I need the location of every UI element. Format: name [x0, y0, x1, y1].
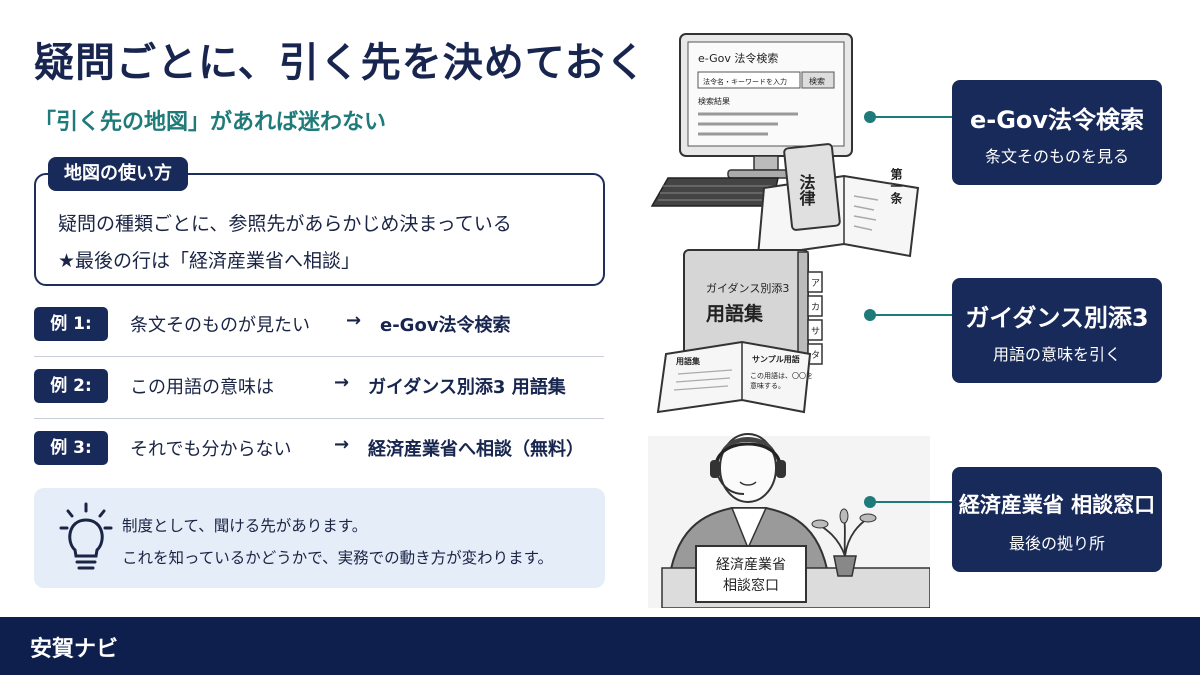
- connector-line: [870, 116, 952, 118]
- guidance-tab: ア: [811, 279, 820, 289]
- example-question: それでも分からない: [130, 439, 292, 460]
- connector-line: [870, 314, 952, 316]
- arrow-right-icon: →: [334, 434, 350, 455]
- guidance-tab: タ: [811, 350, 820, 361]
- example-question: この用語の意味は: [130, 377, 274, 398]
- card-subtitle: 条文そのものを見る: [984, 147, 1129, 166]
- guidance-open-right-line-2: 意味する。: [750, 381, 785, 390]
- egov-search-placeholder: 法令名・キーワードを入力: [703, 77, 787, 86]
- card-title: 経済産業省 相談窓口: [958, 493, 1156, 517]
- egov-results-label: 検索結果: [698, 96, 730, 106]
- guidance-open-left: 用語集: [675, 356, 701, 366]
- computer-monitor-icon: e-Gov 法令検索 法令名・キーワードを入力 検索 検索結果: [679, 33, 853, 179]
- example-answer: e-Gov法令検索: [380, 315, 511, 336]
- egov-search-button: 検索: [809, 76, 825, 86]
- tip-line-1: 制度として、聞ける先があります。: [122, 517, 368, 535]
- keyboard-icon: [650, 177, 779, 207]
- arrow-right-icon: →: [346, 310, 362, 331]
- guidance-cover-title: ガイダンス別添3: [706, 281, 789, 295]
- card-subtitle: 用語の意味を引く: [992, 345, 1121, 364]
- tip-box: 制度として、聞ける先があります。 これを知っているかどうかで、実務での動き方が変…: [34, 488, 605, 588]
- page-subtitle: 「引く先の地図」があれば迷わない: [34, 110, 387, 135]
- guidance-open-right-line-1: この用語は、〇〇を: [750, 371, 813, 380]
- reference-card-egov: e-Gov法令検索 条文そのものを見る: [952, 80, 1162, 185]
- consultant-illustration: 経済産業省 相談窓口: [648, 433, 930, 608]
- desk-sign-line-2: 相談窓口: [723, 577, 779, 594]
- guidance-cover-main: 用語集: [706, 302, 764, 325]
- desk-sign-line-1: 経済産業省: [716, 557, 786, 573]
- guidance-open-right-title: サンプル用語: [752, 354, 800, 364]
- example-question: 条文そのものが見たい: [130, 315, 310, 336]
- lightbulb-icon: [59, 502, 113, 570]
- example-answer: ガイダンス別添3 用語集: [368, 377, 566, 398]
- map-usage-box: [34, 173, 605, 286]
- arrow-right-icon: →: [334, 372, 350, 393]
- example-row-2: 例 2: この用語の意味は → ガイダンス別添3 用語集: [34, 357, 604, 419]
- reference-illustration: .lt { font-family: "DejaVu Sans", sans-s…: [648, 33, 930, 608]
- card-title: ガイダンス別添3: [965, 304, 1149, 332]
- map-usage-tag: 地図の使い方: [48, 157, 188, 191]
- example-row-3: 例 3: それでも分からない → 経済産業省へ相談（無料）: [34, 419, 604, 481]
- connector-line: [870, 501, 952, 503]
- tip-line-2: これを知っているかどうかで、実務での動き方が変わります。: [122, 549, 554, 567]
- card-subtitle: 最後の拠り所: [1008, 534, 1105, 553]
- page-title: 疑問ごとに、引く先を決めておく: [34, 40, 647, 86]
- guidance-tab: サ: [811, 326, 820, 337]
- law-book-cover: 法律: [797, 173, 816, 207]
- plant-icon: [811, 508, 877, 577]
- footer-brand: 安賀ナビ: [30, 637, 119, 662]
- map-usage-line-1: 疑問の種類ごとに、参照先があらかじめ決まっている: [58, 213, 512, 235]
- map-usage-line-2: ★最後の行は「経済産業省へ相談」: [58, 250, 361, 272]
- card-title: e-Gov法令検索: [969, 106, 1145, 134]
- guidance-tab: カ: [811, 302, 820, 313]
- egov-site-title: e-Gov 法令検索: [698, 51, 778, 65]
- reference-card-meti: 経済産業省 相談窓口 最後の拠り所: [952, 467, 1162, 572]
- example-badge: 例 2:: [34, 369, 108, 403]
- example-row-1: 例 1: 条文そのものが見たい → e-Gov法令検索: [34, 295, 604, 357]
- footer-bar: 安賀ナビ: [0, 617, 1200, 675]
- guidance-book-icon: ガイダンス別添3 用語集 ア カ サ タ 用語集 サンプル用語 この用語は、〇〇…: [656, 249, 823, 414]
- law-book-page-text: 第一条: [889, 167, 903, 205]
- example-badge: 例 1:: [34, 307, 108, 341]
- example-badge: 例 3:: [34, 431, 108, 465]
- reference-card-guidance: ガイダンス別添3 用語の意味を引く: [952, 278, 1162, 383]
- example-answer: 経済産業省へ相談（無料）: [368, 439, 584, 460]
- law-book-icon: 法律 第一条: [756, 143, 920, 258]
